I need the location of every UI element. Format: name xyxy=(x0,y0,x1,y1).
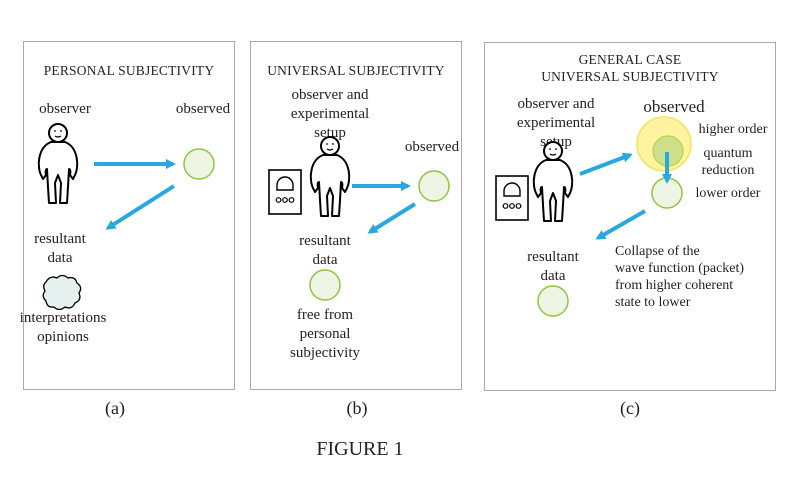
caption-a: (a) xyxy=(105,398,125,418)
panel-a-observed-label: observed xyxy=(175,101,231,117)
panel-c-higher-order-label: higher order xyxy=(698,122,768,137)
panel-a-title: PERSONAL SUBJECTIVITY xyxy=(43,63,215,78)
panel-c-collapse-note: Collapse of the wave function (packet) f… xyxy=(615,244,745,310)
panel-c-observer-label: observer and experimental setup xyxy=(516,96,596,150)
caption-b: (b) xyxy=(346,398,368,418)
panel-b-observer-label: observer and experimental setup xyxy=(290,87,370,141)
panel-a-note: interpretations opinions xyxy=(19,310,107,345)
caption-c: (c) xyxy=(620,398,640,418)
panel-a-observer-label: observer xyxy=(39,101,91,117)
panel-b-observed-label: observed xyxy=(404,139,460,155)
panel-b-title: UNIVERSAL SUBJECTIVITY xyxy=(267,63,445,78)
figure-title: FIGURE 1 xyxy=(316,438,404,460)
panel-universal-subjectivity xyxy=(250,41,462,390)
panel-b-result-label: resultant data xyxy=(299,233,351,268)
panel-c-observed-label: observed xyxy=(643,97,705,116)
panel-b-note: free from personal subjectivity xyxy=(290,307,360,361)
panel-c-title: GENERAL CASE UNIVERSAL SUBJECTIVITY xyxy=(541,52,719,84)
panel-c-quantum-reduction-label: quantum reduction xyxy=(701,146,755,178)
panel-c-lower-order-label: lower order xyxy=(695,186,761,201)
panel-c-result-label: resultant data xyxy=(527,249,579,284)
panel-a-result-label: resultant data xyxy=(34,231,86,266)
